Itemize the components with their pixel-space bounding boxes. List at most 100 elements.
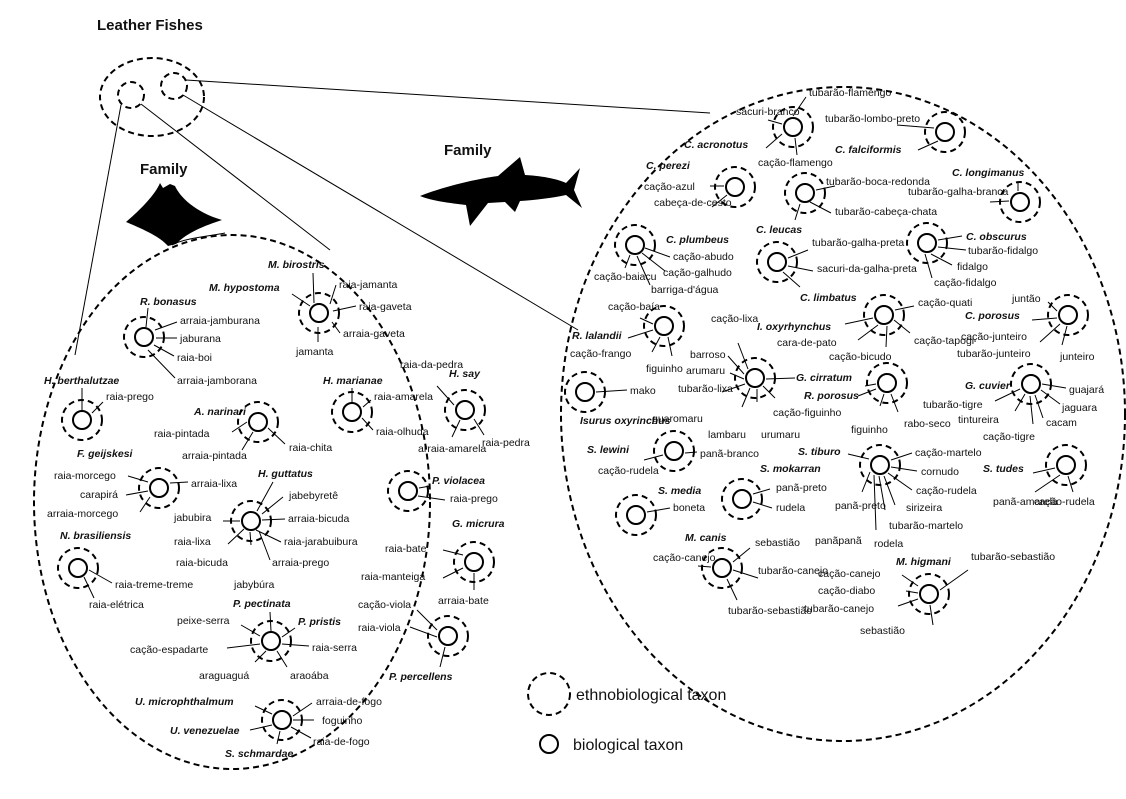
species-label: U. venezuelae	[170, 725, 240, 737]
ethnobiological-taxon-node	[138, 467, 180, 509]
ethnobiological-taxon-node	[906, 222, 948, 264]
species-label: R. lalandii	[572, 330, 623, 342]
folk-name: raia-jarabuibura	[284, 536, 358, 548]
connector-line	[185, 79, 711, 114]
taxon-c-longimanus: C. longimanus tubarão-galha-branca	[908, 167, 1041, 223]
folk-name: cação-canejo	[818, 568, 881, 580]
taxon-p-violacea: P. violacea raia-prego	[387, 470, 498, 512]
ethnobiological-taxon-node	[863, 294, 905, 336]
folk-name: cação-flamengo	[758, 157, 833, 169]
biological-taxon-node	[625, 235, 645, 255]
link-lines	[624, 247, 671, 286]
folk-name: carapirá	[80, 489, 118, 501]
folk-name: cação-fidalgo	[934, 277, 997, 289]
folk-name: cação-quati	[918, 297, 972, 309]
species-label: F. geijskesi	[77, 448, 134, 460]
folk-name: cação-baiacu	[594, 271, 657, 283]
folk-name: tubarão-fidalgo	[968, 245, 1038, 257]
ethnobiological-taxon-node	[123, 316, 165, 358]
species-label: S. tiburo	[798, 446, 841, 458]
legend-ethno-label: ethnobiological taxon	[576, 687, 726, 704]
link-lines	[595, 389, 628, 393]
folk-name: sebastião	[860, 625, 905, 637]
species-label: Isurus oxyrinchus	[580, 415, 671, 427]
biological-taxon-node	[261, 631, 281, 651]
taxon-g-cuvier: G. cuvier guajará jaguara tubarão-tigre …	[923, 363, 1104, 443]
taxon-s-mokarran: S. mokarran panã-preto rudela	[721, 463, 827, 520]
ethnobiological-taxon-node	[714, 166, 756, 208]
folk-name: jabubira	[173, 512, 212, 524]
taxon-s-tiburo: S. tiburo cação-martelo cornudo cação-ru…	[798, 444, 982, 550]
link-lines	[994, 383, 1067, 425]
folk-name: arraia-gaveta	[343, 328, 405, 340]
biological-taxon-node	[732, 489, 752, 509]
link-lines	[896, 124, 939, 151]
link-lines	[924, 235, 967, 279]
species-label: C. longimanus	[952, 167, 1024, 179]
ethnobiological-taxon-node	[1047, 294, 1089, 336]
species-label: P. violacea	[432, 475, 485, 487]
shark-icon	[420, 157, 582, 226]
taxon-isurus-oxyrinchus: Isurus oxyrinchus mako	[564, 371, 671, 427]
taxon-c-perezi: C. perezi cação-azul cabeça-de-cesto	[644, 160, 756, 209]
folk-name: jaburana	[179, 333, 221, 345]
link-lines	[752, 488, 773, 509]
folk-name: mako	[630, 385, 656, 397]
biological-taxon-node	[1058, 305, 1078, 325]
folk-name: cara-de-pato	[777, 337, 837, 349]
taxon-p-percellens: P. percellens cação-viola raia-viola	[358, 599, 469, 683]
folk-name: tubarão-sebastião	[971, 551, 1055, 563]
folk-name: raia-boi	[177, 352, 212, 364]
biological-taxon-node	[1010, 192, 1030, 212]
folk-name: peixe-serra	[177, 615, 230, 627]
legend: ethnobiological taxon biological taxon	[527, 672, 726, 754]
species-label: N. brasiliensis	[60, 530, 131, 542]
folk-name: raia-manteiga	[361, 571, 425, 583]
link-lines	[409, 609, 446, 668]
folk-name: tubarão-tigre	[923, 399, 983, 411]
ethnobiological-taxon-node	[866, 362, 908, 404]
taxon-g-micrura: G. micrura raia-bate raia-manteiga arrai…	[361, 518, 505, 607]
folk-name: raia-bicuda	[176, 557, 228, 569]
species-label: C. leucas	[756, 224, 802, 236]
folk-name: fidalgo	[957, 261, 988, 273]
link-lines	[782, 249, 814, 288]
link-lines	[442, 549, 475, 590]
folk-name: raia-jamanta	[339, 279, 398, 291]
species-label: R. porosus	[804, 390, 859, 402]
ethnobiological-taxon-node	[564, 371, 606, 413]
folk-name: arraia-lixa	[191, 478, 237, 490]
folk-name: tubarão-junteiro	[957, 348, 1031, 360]
folk-name: cacam	[1046, 417, 1077, 429]
taxon-a-narinari: A. narinari raia-pintada arraia-pintada …	[154, 401, 332, 462]
species-label: C. falciformis	[835, 144, 902, 156]
biological-taxon-node	[134, 327, 154, 347]
species-label: S. mokarran	[760, 463, 821, 475]
ethnobiological-taxon-node	[756, 241, 798, 283]
folk-name: tubarão-flamengo	[809, 87, 891, 99]
folk-name: arumaru	[686, 365, 725, 377]
link-lines	[291, 272, 357, 342]
folk-name: tubarão-sebastião	[728, 605, 812, 617]
folk-name: sebastião	[755, 537, 800, 549]
folk-name: raia-morcego	[54, 470, 116, 482]
folk-name: jaguara	[1061, 402, 1097, 414]
folk-name: cação-rudela	[1034, 496, 1095, 508]
folk-name: figuinho	[646, 363, 683, 375]
folk-name: raia-gaveta	[359, 301, 412, 313]
folk-name: cação-baía	[608, 301, 660, 313]
species-label: S. tudes	[983, 463, 1024, 475]
folk-name: urumaru	[761, 429, 800, 441]
species-label: I. oxyrhynchus	[757, 321, 831, 333]
species-label: U. microphthalmum	[135, 696, 234, 708]
species-label: S. schmardae	[225, 748, 293, 760]
biological-taxon-node	[398, 481, 418, 501]
ethnobiological-taxon-node	[653, 430, 695, 472]
folk-name: raia-lixa	[174, 536, 211, 548]
folk-name: cação-martelo	[915, 447, 982, 459]
ethnobiological-taxon-node	[734, 357, 776, 399]
ethnobiological-taxon-node	[859, 444, 901, 486]
link-lines	[765, 96, 807, 156]
folk-name: rudela	[776, 502, 805, 514]
